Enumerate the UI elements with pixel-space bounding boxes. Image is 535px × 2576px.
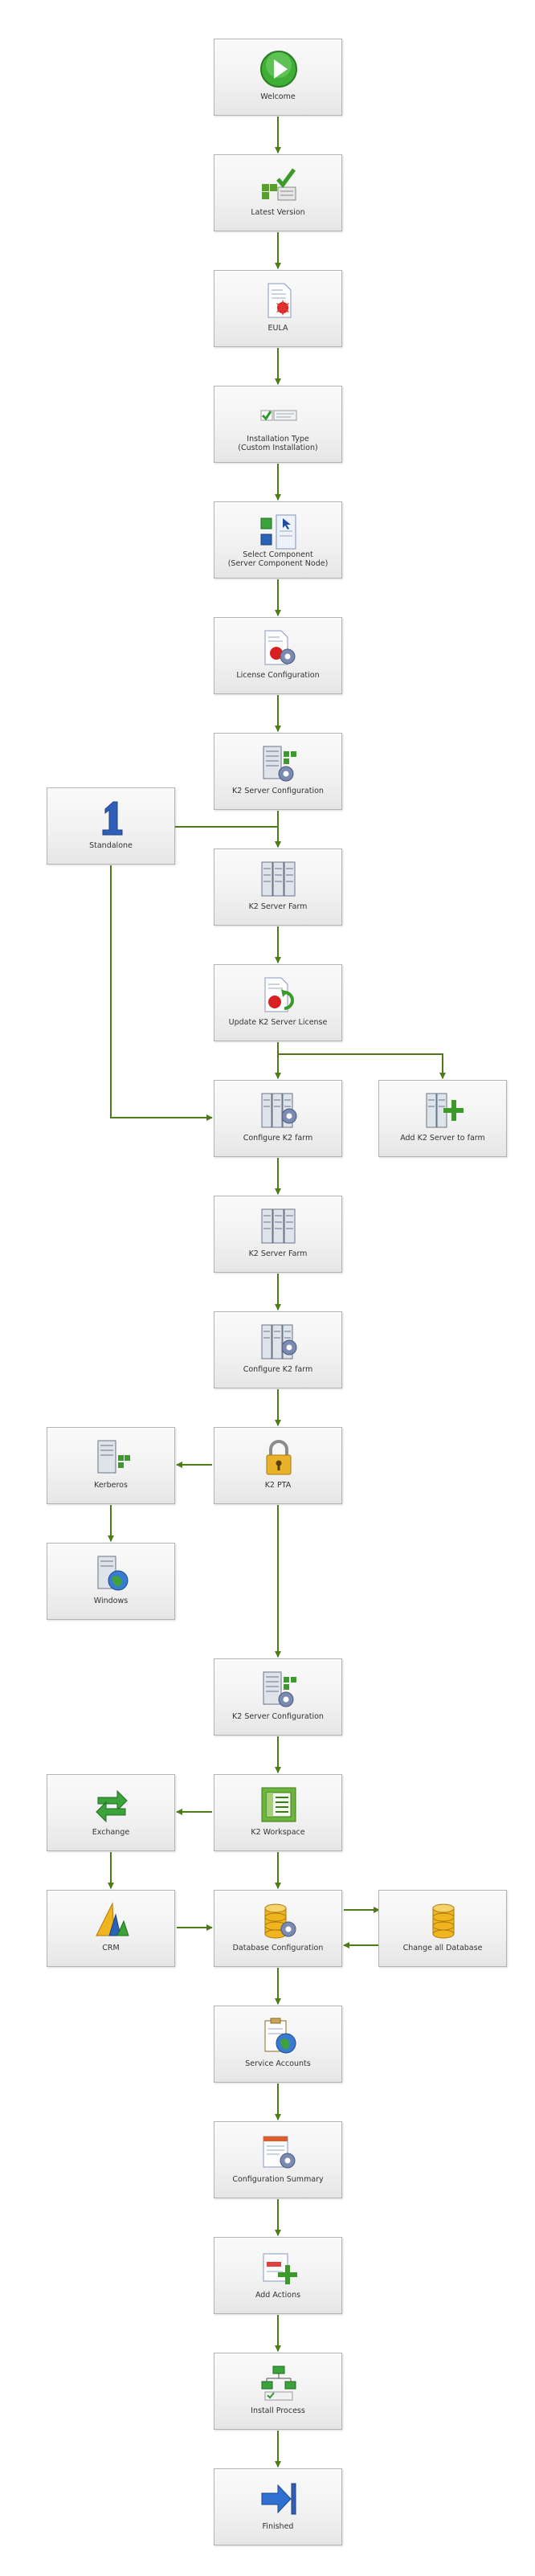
node-change-all-database[interactable]: Change all Database [378,1890,507,1967]
node-crm[interactable]: CRM [47,1890,175,1967]
node-label: Add Actions [255,2291,301,2300]
node-label: Select Component (Server Component Node) [227,550,329,568]
connector-standalone-configure [110,865,213,1121]
node-label: EULA [268,324,288,333]
node-configure-k2-farm[interactable]: Configure K2 farm [214,1080,342,1157]
select-component-icon [260,514,296,550]
connector-update-addserver [278,1053,446,1079]
node-label: K2 PTA [264,1481,292,1490]
node-label: Configure K2 farm [243,1134,313,1143]
exchange-icon [96,1789,128,1823]
service-accounts-icon [264,2018,296,2054]
node-label: K2 Server Farm [248,1249,308,1258]
node-label: K2 Workspace [251,1828,305,1837]
connector-standalone-farm [175,826,281,848]
node-eula[interactable]: EULA [214,270,342,347]
node-k2-server-farm-2[interactable]: K2 Server Farm [214,1196,342,1273]
node-select-component[interactable]: Select Component (Server Component Node) [214,501,342,579]
summary-icon [263,2136,296,2169]
node-label: Latest Version [251,208,305,217]
server-config-icon [263,746,296,782]
node-add-server-to-farm[interactable]: Add K2 Server to farm [378,1080,507,1157]
server-farm-icon [261,861,296,897]
node-k2-server-configuration[interactable]: K2 Server Configuration [214,733,342,810]
database-config-icon [264,1903,296,1939]
finish-arrow-icon [261,2483,296,2515]
node-label: Exchange [92,1828,130,1837]
node-exchange[interactable]: Exchange [47,1774,175,1851]
node-installation-type[interactable]: Installation Type (Custom Installation) [214,386,342,463]
node-label: K2 Server Farm [248,902,308,911]
node-label: Kerberos [94,1481,128,1490]
install-process-icon [261,2365,296,2401]
node-label: Add K2 Server to farm [400,1134,485,1143]
node-add-actions[interactable]: Add Actions [214,2237,342,2314]
node-configuration-summary[interactable]: Configuration Summary [214,2121,342,2198]
node-windows[interactable]: Windows [47,1543,175,1620]
node-label: Welcome [260,92,296,101]
node-label: Change all Database [402,1944,483,1952]
node-label: Database Configuration [232,1944,324,1952]
node-install-process[interactable]: Install Process [214,2353,342,2430]
node-label: License Configuration [236,671,320,680]
node-k2-server-farm[interactable]: K2 Server Farm [214,848,342,926]
node-k2-workspace[interactable]: K2 Workspace [214,1774,342,1851]
node-k2-server-configuration-2[interactable]: K2 Server Configuration [214,1658,342,1736]
node-configure-k2-farm-2[interactable]: Configure K2 farm [214,1311,342,1388]
configure-farm-icon [261,1093,297,1128]
node-label: Standalone [89,841,133,850]
node-label: Finished [262,2522,294,2531]
node-label: K2 Server Configuration [232,1712,324,1721]
add-actions-icon [263,2253,297,2284]
latest-version-icon [262,168,296,201]
node-label: Service Accounts [245,2059,311,2068]
database-icon [432,1903,455,1939]
node-latest-version[interactable]: Latest Version [214,154,342,231]
node-label: Configure K2 farm [243,1365,313,1374]
number-one-icon [102,801,123,836]
node-service-accounts[interactable]: Service Accounts [214,2006,342,2083]
installation-type-icon [260,410,297,421]
node-label: Install Process [251,2406,305,2415]
node-welcome[interactable]: Welcome [214,39,342,116]
node-update-license[interactable]: Update K2 Server License [214,964,342,1041]
node-license-configuration[interactable]: License Configuration [214,617,342,694]
node-k2-pta[interactable]: K2 PTA [214,1427,342,1504]
server-config-icon [263,1671,296,1707]
play-icon [260,51,297,88]
windows-globe-icon [97,1556,129,1591]
node-standalone[interactable]: Standalone [47,787,175,865]
node-label: Configuration Summary [232,2175,324,2184]
configure-farm-icon [261,1324,297,1360]
lock-icon [266,1440,292,1475]
node-finished[interactable]: Finished [214,2468,342,2545]
node-label: K2 Server Configuration [232,787,324,795]
node-kerberos[interactable]: Kerberos [47,1427,175,1504]
node-database-configuration[interactable]: Database Configuration [214,1890,342,1967]
node-label: Windows [93,1597,129,1605]
update-license-icon [264,977,294,1012]
node-label: Installation Type (Custom Installation) [238,435,318,452]
workspace-icon [261,1787,296,1822]
node-label: Update K2 Server License [228,1018,328,1027]
license-config-icon [264,630,296,665]
add-server-icon [426,1093,464,1128]
crm-icon [96,1902,129,1936]
server-farm-icon [261,1208,296,1244]
kerberos-icon [97,1440,130,1474]
node-label: CRM [102,1944,120,1952]
document-seal-icon [268,283,292,318]
